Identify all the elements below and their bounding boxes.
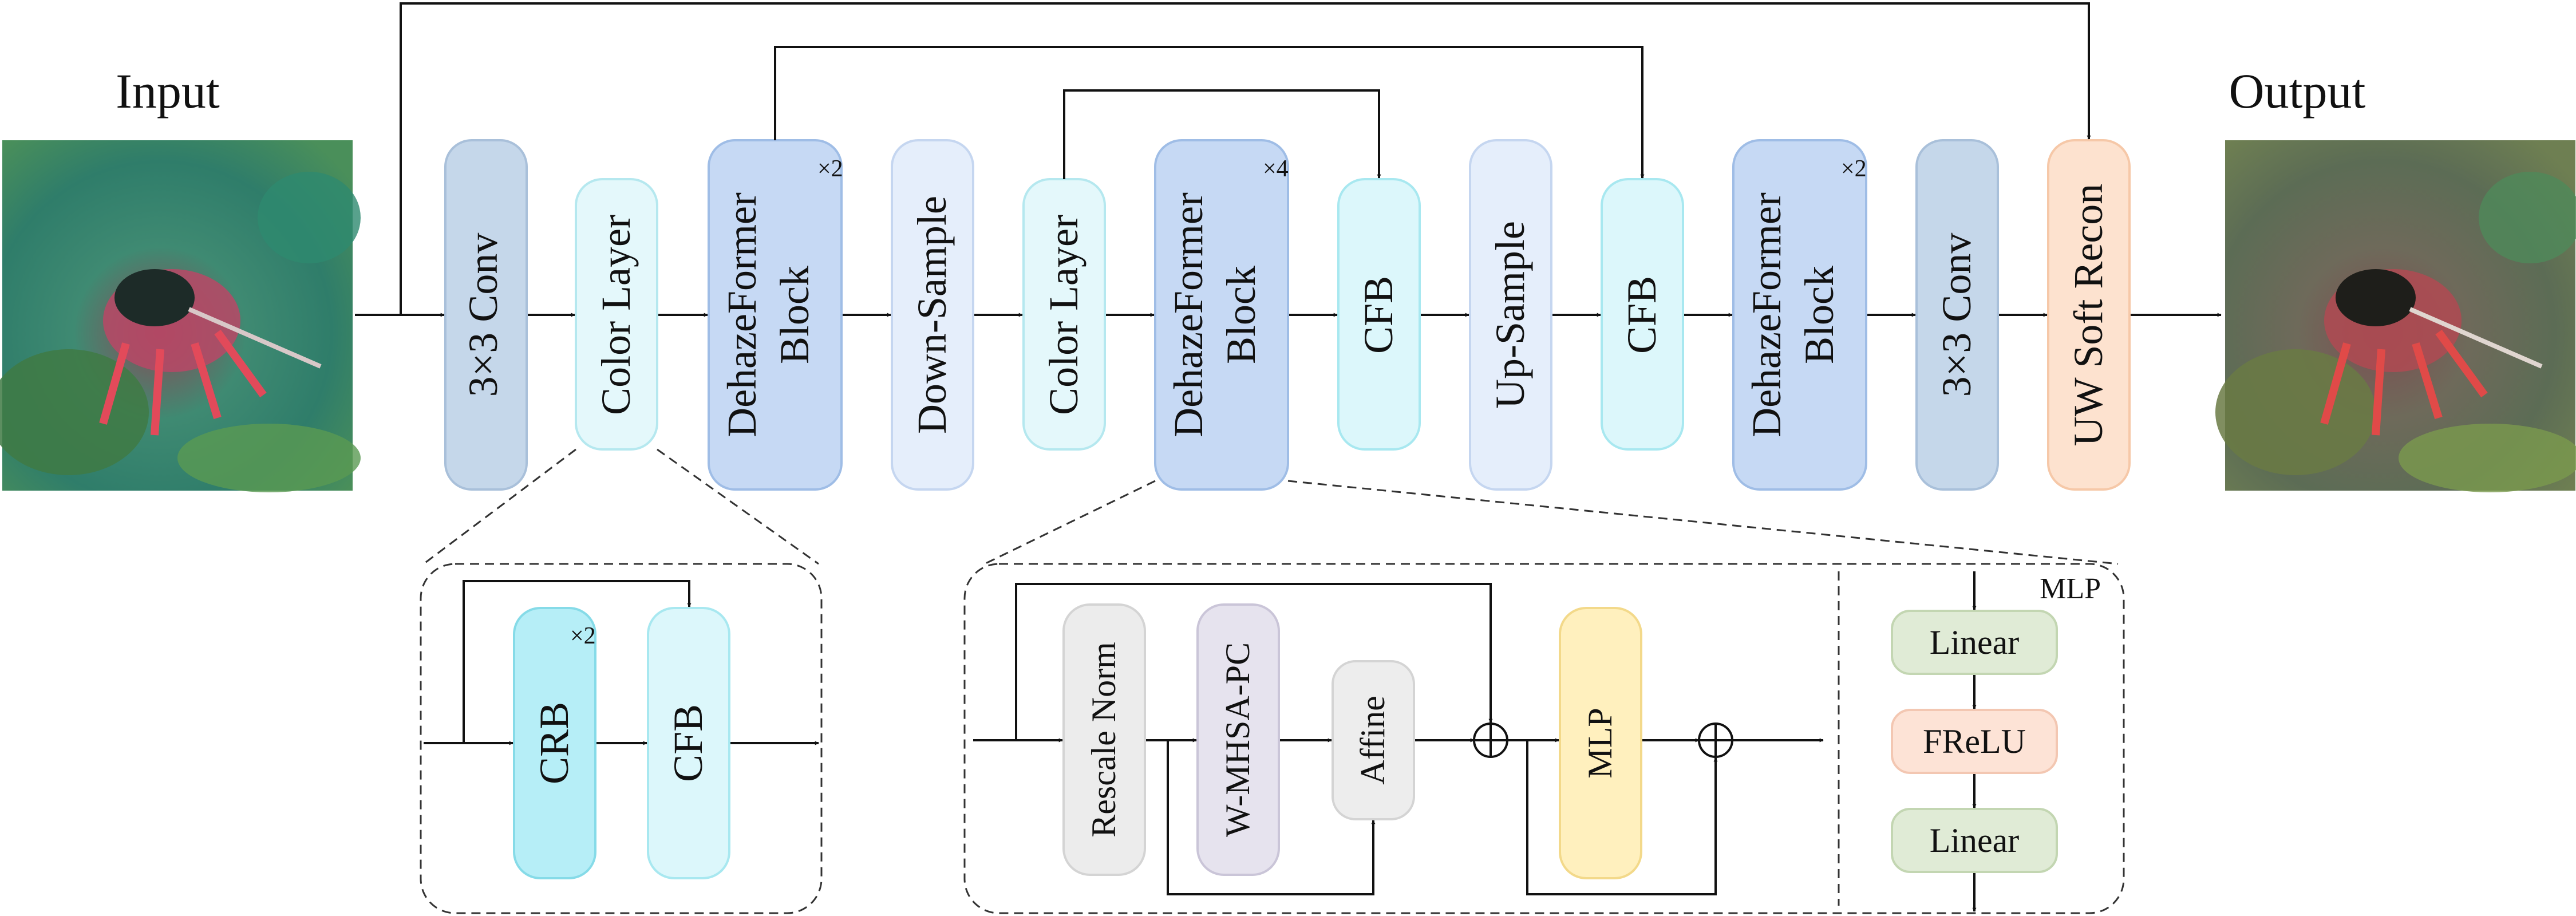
conv-block-1: 3×3 Conv xyxy=(444,139,528,491)
dehazeformer-block-2-multiplier: ×4 xyxy=(1263,156,1289,182)
uw-soft-recon-label: UW Soft Recon xyxy=(2065,184,2111,447)
dehazeformer-block-3-multiplier: ×2 xyxy=(1841,156,1867,182)
zoom-guides xyxy=(423,448,2119,565)
dehazeformer-block-3: DehazeFormer Block ×2 xyxy=(1732,139,1867,491)
color-layer-block-2: Color Layer xyxy=(1022,178,1106,451)
mlp-block: MLP xyxy=(1559,607,1642,879)
cfb-block-2: CFB xyxy=(1601,178,1684,451)
dehazeformer-detail-panel: Rescale Norm W-MHSA-PC Affine MLP xyxy=(963,563,2125,914)
color-layer-detail-panel: CRB ×2 CFB xyxy=(420,563,823,914)
cfb-block-1-label: CFB xyxy=(1356,276,1401,354)
add-operator-1 xyxy=(1473,722,1508,758)
linear-block-1-label: Linear xyxy=(1930,623,2020,661)
down-sample-block: Down-Sample xyxy=(891,139,974,491)
w-mhsa-pc-block: W-MHSA-PC xyxy=(1196,603,1280,876)
dehazeformer-block-2: DehazeFormer Block ×4 xyxy=(1154,139,1289,491)
affine-label: Affine xyxy=(1354,696,1392,785)
dehazeformer-block-1-line1: DehazeFormer xyxy=(719,192,765,437)
linear-block-2-label: Linear xyxy=(1930,822,2020,859)
underwater-output-photo-icon xyxy=(2215,140,2576,492)
add-operator-2 xyxy=(1698,722,1733,758)
conv-block-2: 3×3 Conv xyxy=(1915,139,1999,491)
dehazeformer-block-3-line1: DehazeFormer xyxy=(1744,192,1789,437)
cfb-detail-label: CFB xyxy=(665,704,711,782)
crb-block: CRB ×2 xyxy=(513,607,596,879)
input-title: Input xyxy=(116,64,220,119)
uw-soft-recon-block: UW Soft Recon xyxy=(2047,139,2131,491)
dehazeformer-block-2-line1: DehazeFormer xyxy=(1165,192,1211,437)
up-sample-block: Up-Sample xyxy=(1469,139,1552,491)
linear-block-2: Linear xyxy=(1891,808,2058,873)
down-sample-label: Down-Sample xyxy=(909,196,955,434)
conv-block-1-label: 3×3 Conv xyxy=(460,233,506,397)
up-sample-label: Up-Sample xyxy=(1487,221,1533,409)
crb-label: CRB xyxy=(531,702,577,784)
rescale-norm-label: Rescale Norm xyxy=(1085,642,1123,838)
affine-block: Affine xyxy=(1332,660,1415,820)
color-layer-block-2-label: Color Layer xyxy=(1041,215,1086,415)
cfb-detail-block: CFB xyxy=(647,607,730,879)
conv-block-2-label: 3×3 Conv xyxy=(1934,233,1980,397)
linear-block-1: Linear xyxy=(1891,610,2058,675)
dehazeformer-block-2-line2: Block xyxy=(1218,266,1264,364)
frelu-block: FReLU xyxy=(1891,709,2058,774)
dehazeformer-block-1: DehazeFormer Block ×2 xyxy=(708,139,843,491)
skip-connections xyxy=(400,2,2091,315)
w-mhsa-pc-label: W-MHSA-PC xyxy=(1219,642,1257,837)
dehazeformer-block-1-line2: Block xyxy=(772,266,817,364)
color-layer-block-1-label: Color Layer xyxy=(593,215,639,415)
dehazeformer-block-1-multiplier: ×2 xyxy=(817,156,843,182)
cfb-block-1: CFB xyxy=(1337,178,1421,451)
dehazeformer-block-3-line2: Block xyxy=(1796,266,1842,364)
rescale-norm-block: Rescale Norm xyxy=(1062,603,1146,876)
underwater-input-photo-icon xyxy=(0,140,361,492)
mlp-label: MLP xyxy=(1581,708,1619,778)
mlp-panel-title: MLP xyxy=(2040,572,2101,605)
color-layer-block-1: Color Layer xyxy=(575,178,658,451)
frelu-label: FReLU xyxy=(1923,722,2026,760)
crb-multiplier: ×2 xyxy=(570,623,596,649)
cfb-block-2-label: CFB xyxy=(1619,276,1665,354)
output-title: Output xyxy=(2229,64,2366,119)
